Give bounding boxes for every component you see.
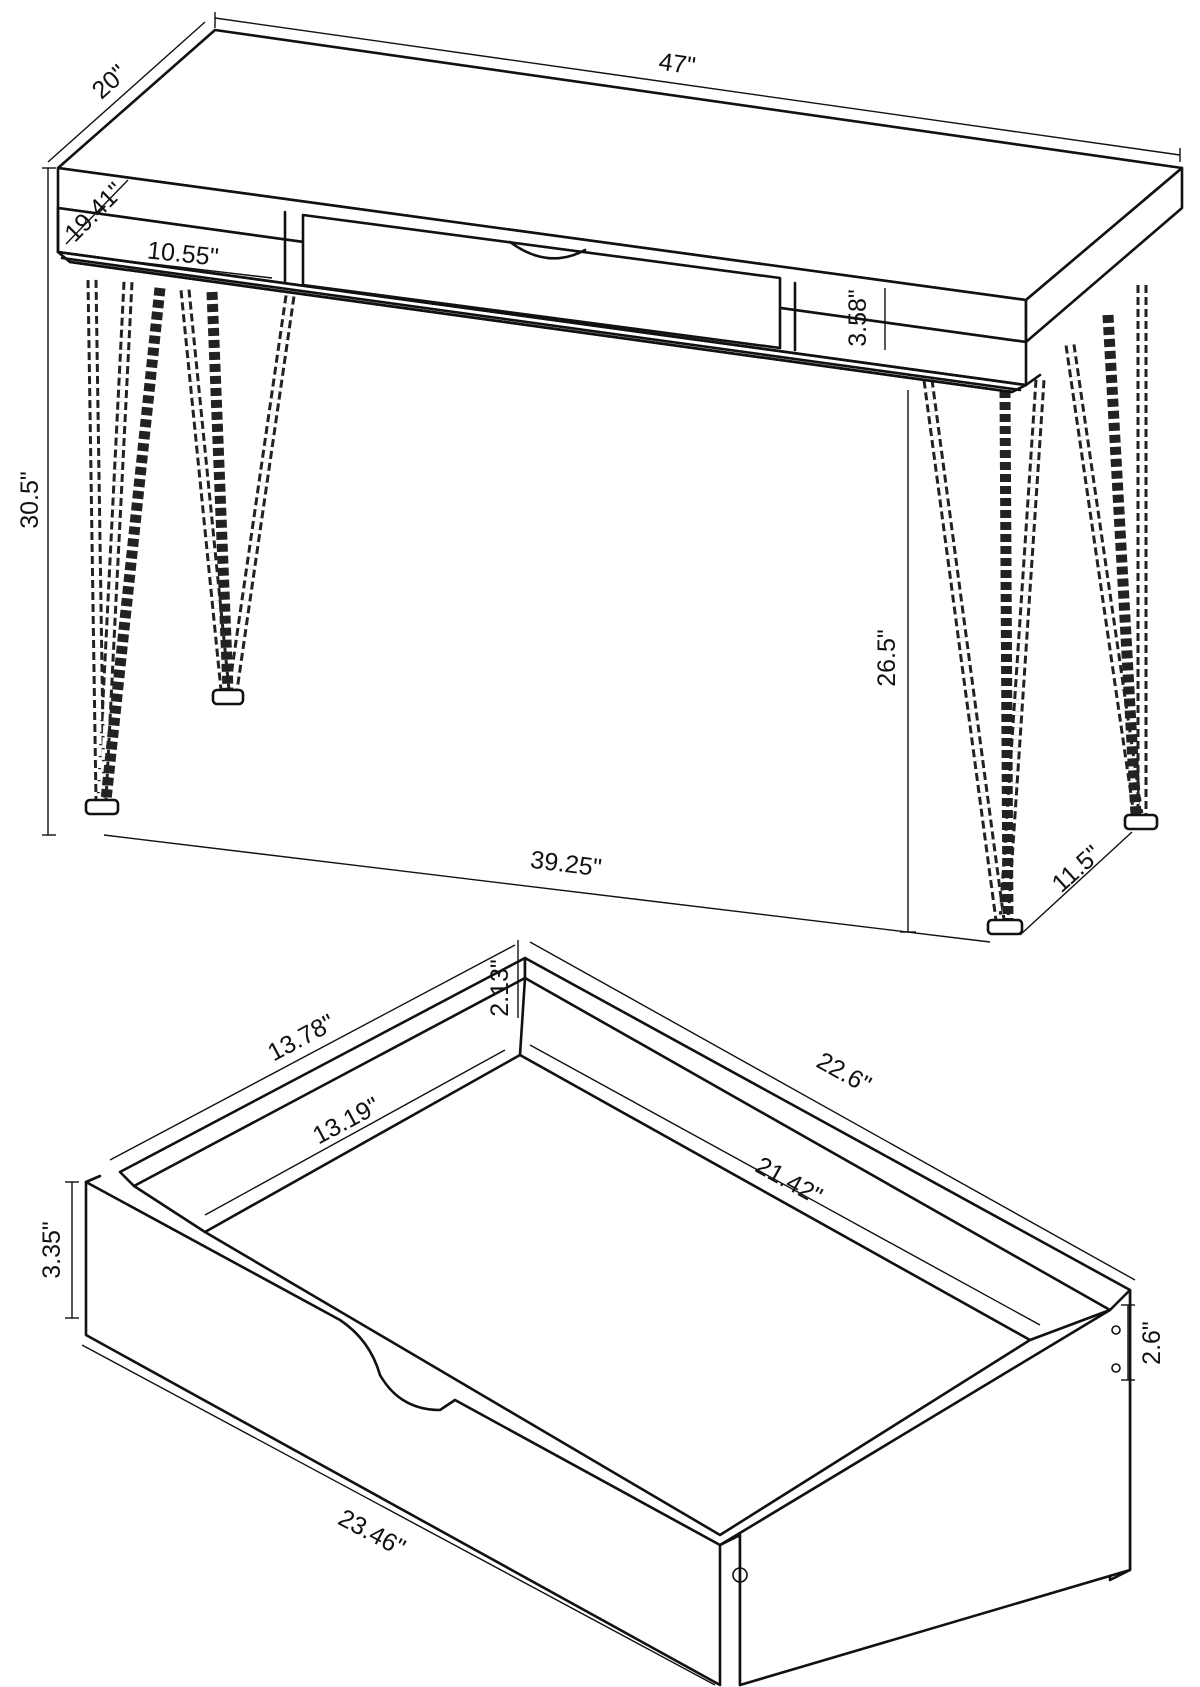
label-drawer-outer-depth: 22.6" bbox=[812, 1047, 876, 1099]
label-leg-span-width: 39.25" bbox=[529, 846, 603, 882]
label-top-depth: 20" bbox=[87, 59, 133, 104]
desk-dimension-lines bbox=[42, 12, 1181, 943]
desk-drawer-front bbox=[301, 213, 782, 350]
drawer-illustration: 13.78" 2.13" 22.6" 13.19" 21.42" 3.35" 2… bbox=[38, 940, 1166, 1687]
label-overall-height: 30.5" bbox=[16, 471, 44, 529]
label-drawer-front-height: 3.35" bbox=[38, 1221, 66, 1279]
label-top-width: 47" bbox=[657, 48, 697, 81]
label-drawer-front-width: 23.46" bbox=[334, 1504, 410, 1562]
desk-legs bbox=[84, 279, 1159, 936]
drawer-screws bbox=[732, 1325, 1121, 1583]
label-drawer-inner-height: 2.13" bbox=[486, 959, 514, 1017]
label-leg-span-depth: 11.5" bbox=[1047, 840, 1107, 898]
desk-illustration: 47" 20" 30.5" 19.41" 10.55" 3.58" 26.5" … bbox=[16, 12, 1184, 943]
leg-feet bbox=[84, 688, 1159, 936]
drawer-dimension-lines bbox=[65, 940, 1136, 1686]
desk-apron bbox=[56, 206, 1042, 394]
label-drawer-side-height: 2.6" bbox=[1138, 1321, 1166, 1365]
label-shelf-height: 3.58" bbox=[844, 289, 872, 347]
label-leg-clearance-height: 26.5" bbox=[873, 629, 901, 687]
